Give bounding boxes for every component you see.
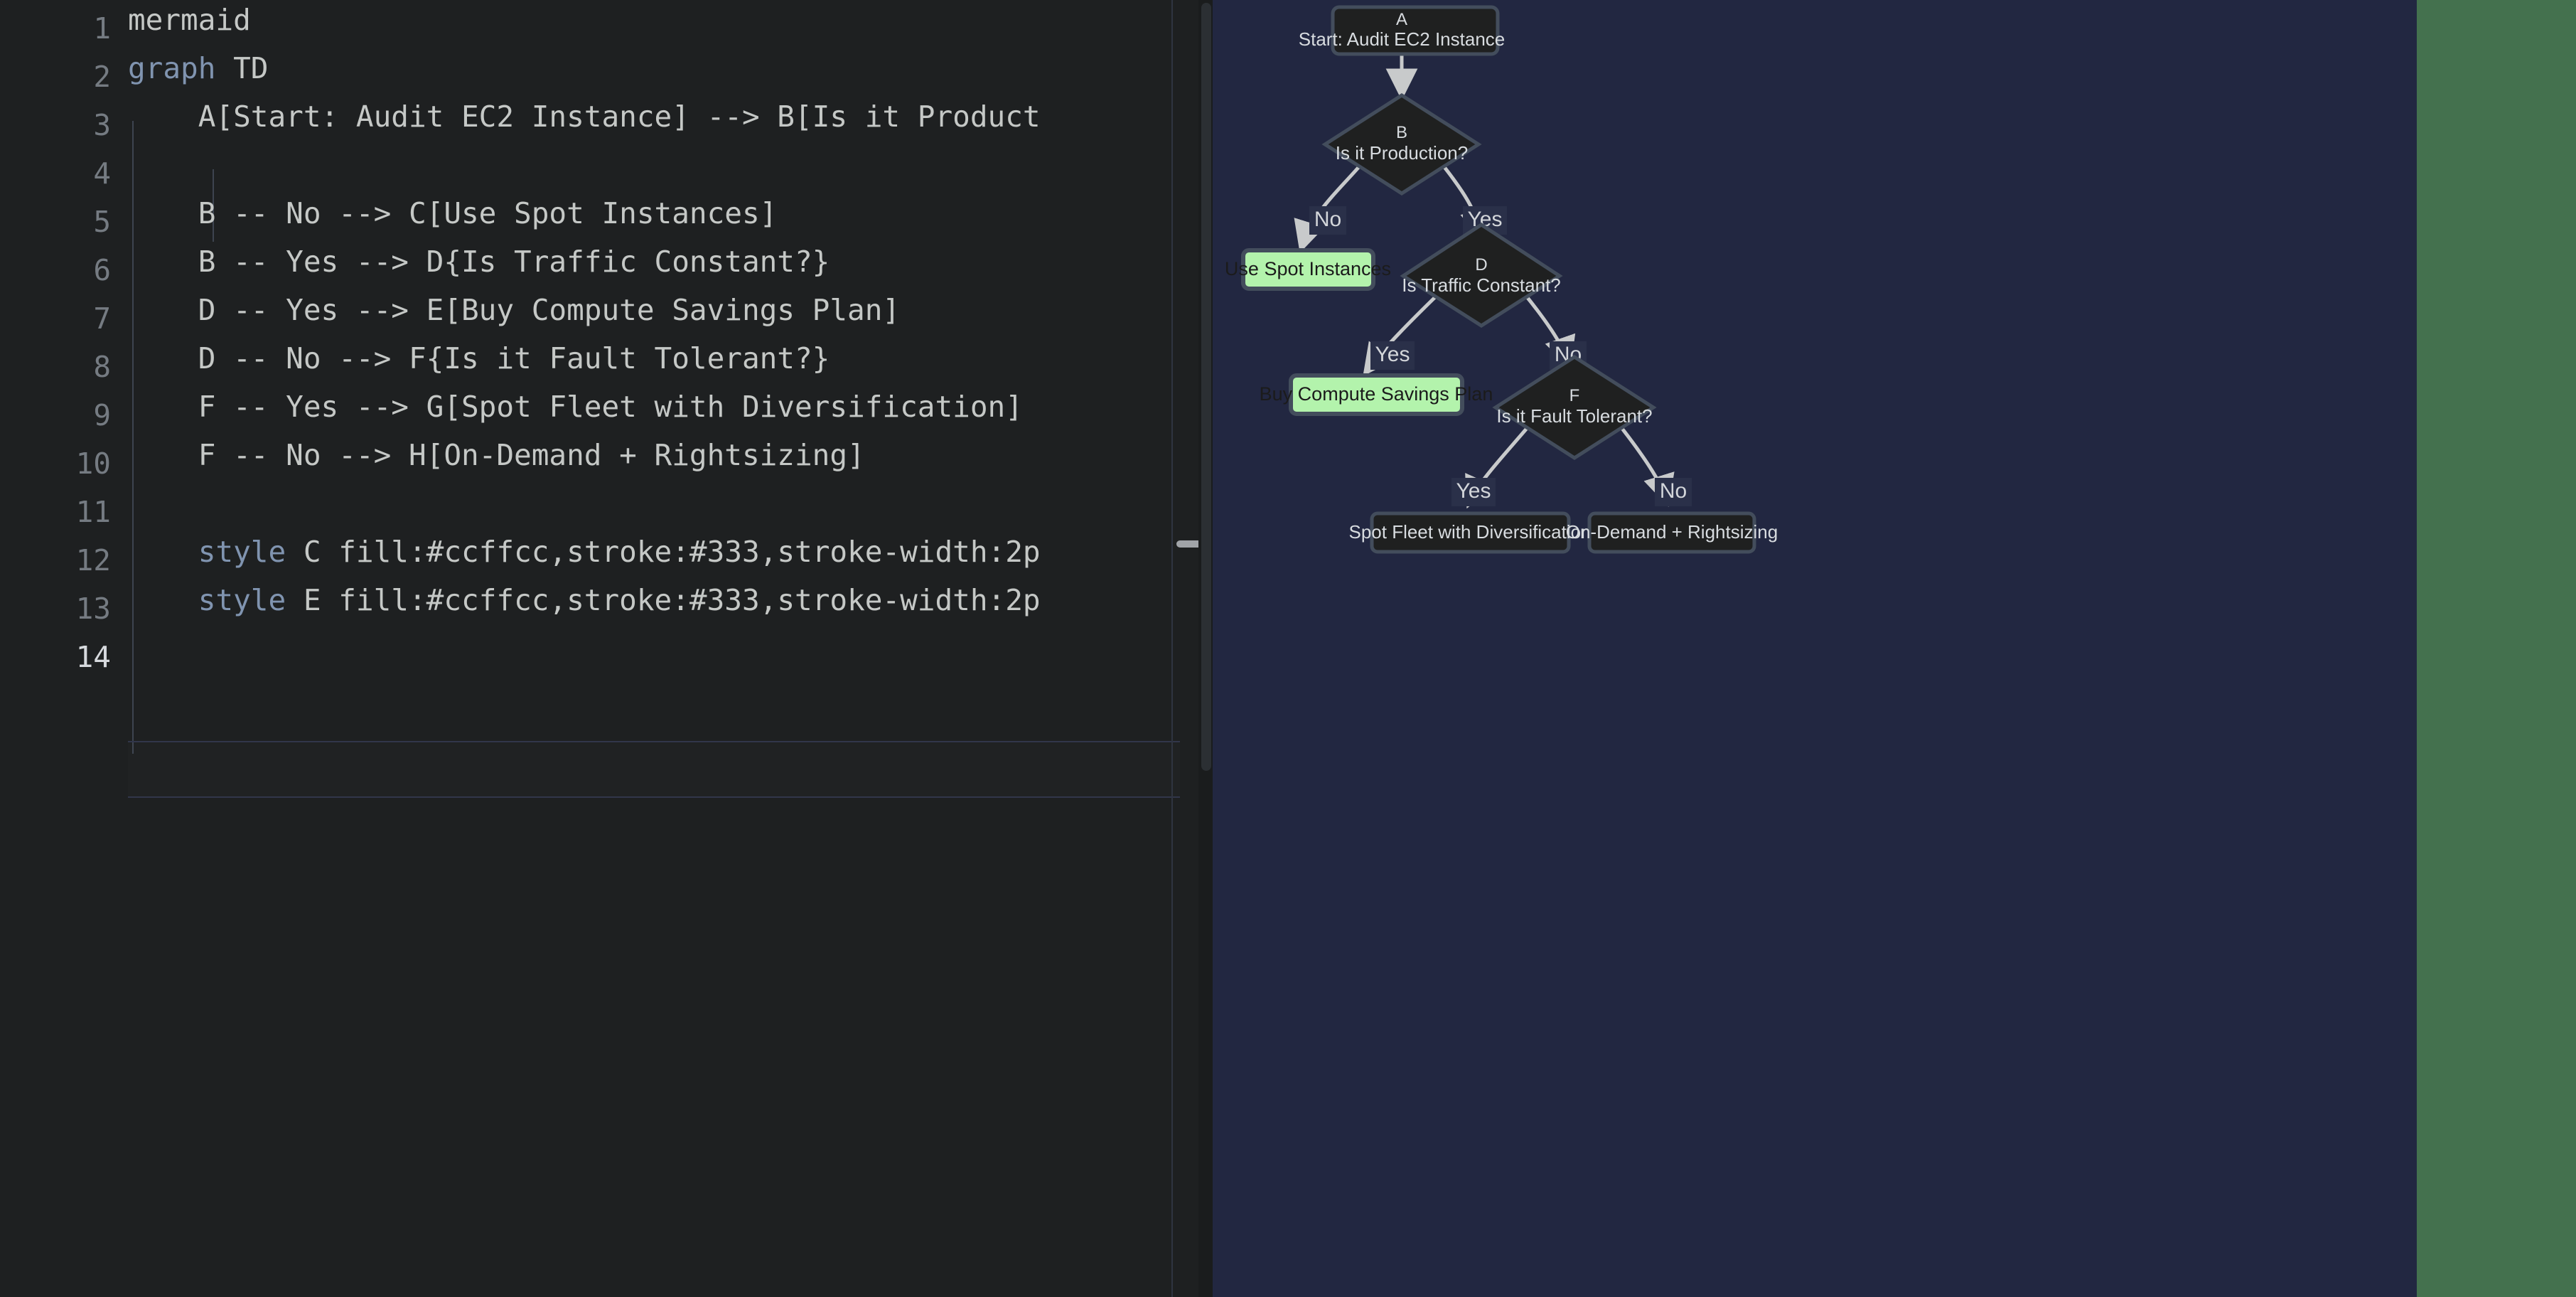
line-number: 13: [75, 592, 111, 626]
code-keyword: style: [128, 535, 286, 569]
code-editor-pane[interactable]: 1 2 3 4 5 6 7 8 9 10 11 12 13 14 mermaid…: [0, 0, 1213, 1297]
edge-B-C: [1294, 162, 1363, 253]
node-G-shape[interactable]: [1370, 511, 1571, 554]
line-number: 8: [93, 350, 111, 384]
line-number: 9: [93, 398, 111, 432]
line-number: 11: [75, 495, 111, 529]
flow-node-B[interactable]: B Is it Production?: [1321, 93, 1482, 196]
code-line: style C fill:#ccffcc,stroke:#333,stroke-…: [128, 523, 1041, 580]
line-number: 10: [75, 447, 111, 481]
line-number: 12: [75, 543, 111, 577]
flow-node-F[interactable]: F Is it Fault Tolerant?: [1492, 355, 1657, 460]
edge-label-yes-F-G: Yes: [1456, 479, 1491, 503]
node-C-shape[interactable]: [1241, 248, 1375, 291]
edge-label-bg: [1655, 478, 1692, 506]
edge-label-yes-D-E: Yes: [1375, 343, 1410, 366]
node-D-key: D: [1475, 255, 1487, 274]
flow-node-H[interactable]: On-Demand + Rightsizing: [1566, 511, 1778, 554]
flow-node-G[interactable]: Spot Fleet with Diversification: [1348, 511, 1592, 554]
flowchart-svg: No Yes Yes No Yes No A Start: Audit EC2 …: [1225, 5, 1778, 554]
node-H-label: On-Demand + Rightsizing: [1566, 521, 1778, 543]
code-line: B -- Yes --> D{Is Traffic Constant?}: [128, 245, 830, 279]
node-E-shape[interactable]: [1289, 373, 1464, 416]
code-line: style E fill:#ccffcc,stroke:#333,stroke-…: [128, 572, 1041, 629]
right-edge-strip: [2417, 0, 2576, 1297]
node-G-label: Spot Fleet with Diversification: [1348, 521, 1591, 543]
node-C-label: Use Spot Instances: [1225, 258, 1391, 279]
edge-label-no-B-C: No: [1314, 208, 1341, 231]
node-B-label: Is it Production?: [1336, 142, 1468, 164]
node-F-shape[interactable]: [1492, 355, 1657, 460]
line-number: 1: [93, 11, 111, 46]
flow-node-D[interactable]: D Is Traffic Constant?: [1400, 223, 1563, 328]
editor-code-area[interactable]: mermaid graph TD A[Start: Audit EC2 Inst…: [128, 0, 1213, 1297]
flow-node-E[interactable]: Buy Compute Savings Plan: [1260, 373, 1493, 416]
code-line: D -- No --> F{Is it Fault Tolerant?}: [128, 341, 830, 375]
edge-label-no-F-H: No: [1660, 479, 1687, 503]
line-number: 2: [93, 60, 111, 94]
code-text: E fill:#ccffcc,stroke:#333,stroke-width:…: [286, 583, 1041, 617]
editor-right-rule: [1171, 0, 1173, 1297]
vertical-scrollbar-track[interactable]: [1198, 0, 1213, 1297]
line-number-active: 14: [75, 640, 111, 674]
code-line: B -- No --> C[Use Spot Instances]: [128, 196, 778, 230]
code-keyword: graph: [128, 51, 216, 85]
edge-label-bg: [1451, 478, 1496, 506]
diagram-preview-pane[interactable]: No Yes Yes No Yes No A Start: Audit EC2 …: [1213, 0, 2417, 1297]
horizontal-scrollbar-thumb[interactable]: [1176, 540, 1211, 548]
code-line: A[Start: Audit EC2 Instance] --> B[Is it…: [128, 100, 1041, 134]
active-line-highlight: [128, 741, 1180, 798]
code-line: F -- Yes --> G[Spot Fleet with Diversifi…: [128, 390, 1023, 424]
indent-guide: [213, 169, 214, 242]
node-F-key: F: [1569, 386, 1580, 405]
vertical-scrollbar-thumb[interactable]: [1201, 3, 1211, 771]
code-keyword: style: [128, 583, 286, 617]
node-H-shape[interactable]: [1587, 511, 1756, 554]
node-A-shape[interactable]: [1331, 5, 1500, 56]
code-text: C fill:#ccffcc,stroke:#333,stroke-width:…: [286, 535, 1041, 569]
line-number: 5: [93, 205, 111, 239]
line-number: 3: [93, 108, 111, 142]
edge-label-bg: [1370, 341, 1415, 370]
node-A-key: A: [1396, 10, 1407, 29]
node-D-label: Is Traffic Constant?: [1402, 274, 1561, 296]
indent-guide: [132, 121, 134, 754]
code-line: graph TD: [128, 40, 268, 97]
edge-label-bg: [1309, 206, 1346, 235]
line-number: 7: [93, 301, 111, 336]
edge-label-group: No Yes Yes No Yes No: [1309, 206, 1692, 506]
line-number: 4: [93, 156, 111, 191]
code-line: mermaid: [128, 3, 251, 37]
node-F-label: Is it Fault Tolerant?: [1496, 405, 1652, 427]
node-B-key: B: [1396, 123, 1407, 142]
editor-gutter: 1 2 3 4 5 6 7 8 9 10 11 12 13 14: [0, 0, 128, 1297]
code-line: D -- Yes --> E[Buy Compute Savings Plan]: [128, 293, 901, 327]
node-A-label: Start: Audit EC2 Instance: [1299, 28, 1506, 50]
flow-node-C[interactable]: Use Spot Instances: [1225, 248, 1391, 291]
line-number: 6: [93, 253, 111, 287]
code-line: F -- No --> H[On-Demand + Rightsizing]: [128, 438, 865, 472]
node-B-shape[interactable]: [1321, 93, 1482, 196]
code-text: TD: [215, 51, 269, 85]
node-E-label: Buy Compute Savings Plan: [1260, 383, 1493, 405]
node-D-shape[interactable]: [1400, 223, 1563, 328]
flow-node-A[interactable]: A Start: Audit EC2 Instance: [1299, 5, 1506, 56]
